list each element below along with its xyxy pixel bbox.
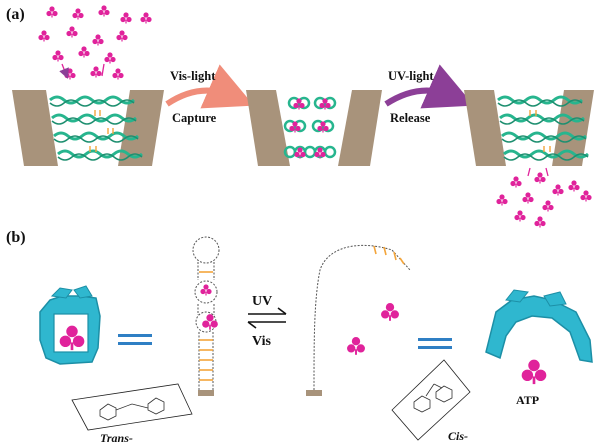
unfolded-aptamer <box>306 244 411 396</box>
panel-a-label: (a) <box>6 6 25 23</box>
nanopore-3 <box>464 90 594 228</box>
cis-label: Cis- <box>448 429 468 443</box>
equals-left <box>118 334 152 345</box>
capture-label: Capture <box>172 111 217 125</box>
azobenzene-structure-icon <box>99 397 165 421</box>
uv-label: UV <box>252 294 272 309</box>
cis-structure: Cis- <box>391 359 471 443</box>
atp-molecule-icon <box>521 359 547 385</box>
vis-light-label: Vis-light <box>170 69 216 83</box>
trans-structure: Trans- <box>71 383 193 445</box>
nanopore-2 <box>246 90 382 166</box>
captured-complexes <box>283 96 337 159</box>
folded-aptamer <box>192 236 220 396</box>
nanopore-icon <box>12 90 58 166</box>
open-switch: ATP <box>485 289 593 407</box>
trans-label: Trans- <box>100 431 133 445</box>
release-arrow: UV-light Release <box>384 64 474 125</box>
atp-cloud-bottom <box>496 172 592 228</box>
dna-aptamer-icon <box>48 95 144 162</box>
molecular-switch-icon <box>39 285 101 365</box>
capture-arrow: Vis-light Capture <box>165 64 254 125</box>
vis-label: Vis <box>252 334 271 349</box>
nanopore-1 <box>12 5 164 166</box>
atp-cloud-top <box>38 5 152 80</box>
equilibrium-arrows: UV Vis <box>247 294 287 349</box>
panel-b-label: (b) <box>6 229 26 246</box>
atp-label: ATP <box>516 393 539 407</box>
release-label: Release <box>390 111 431 125</box>
uv-light-label: UV-light <box>388 69 434 83</box>
closed-switch <box>39 285 101 365</box>
equals-right <box>418 338 452 349</box>
